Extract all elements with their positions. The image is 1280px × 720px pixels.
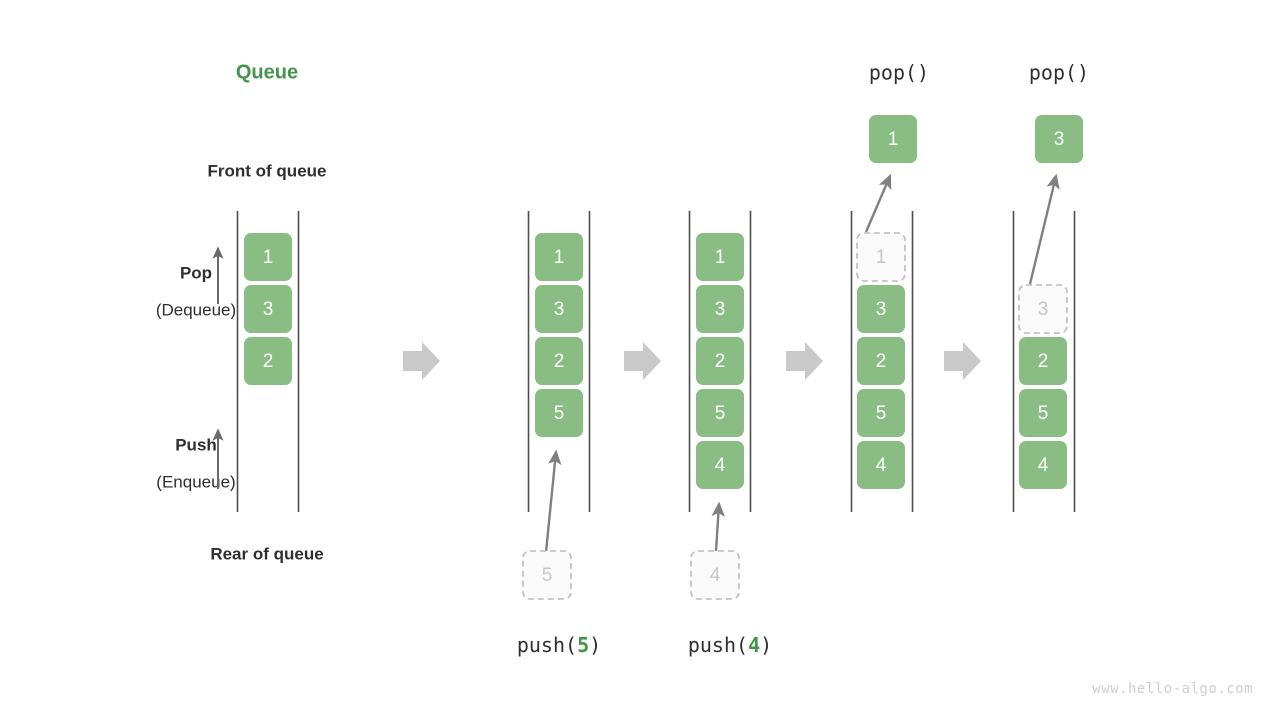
- push-5-prefix: push(: [517, 633, 577, 657]
- push-label: Push: [175, 435, 217, 454]
- queue-box: 4: [857, 441, 905, 489]
- pop-sublabel: (Dequeue): [156, 300, 236, 319]
- queue-box: 5: [857, 389, 905, 437]
- rear-of-queue-label: Rear of queue: [210, 544, 323, 563]
- flow-arrow-icon-4: [944, 342, 981, 380]
- pending-push-value: 4: [710, 565, 721, 586]
- stage-after-push-4: 1 3 2 5 4 4 pu: [688, 211, 772, 657]
- queue-box-value: 5: [876, 403, 887, 424]
- push-5-suffix: ): [589, 633, 601, 657]
- page-title: Queue: [236, 61, 298, 83]
- queue-box-value: 2: [1038, 351, 1049, 372]
- popped-element-value: 1: [888, 129, 899, 150]
- pop-motion-arrow-icon: [864, 173, 892, 233]
- pop-caption-1: pop(): [869, 61, 929, 85]
- queue-box-value: 1: [263, 247, 274, 268]
- popped-element: 3: [1035, 115, 1083, 163]
- pending-push-element: 5: [522, 550, 572, 600]
- watermark: www.hello-algo.com: [1092, 681, 1253, 697]
- stage-after-push-5: 1 3 2 5 5 push(5): [517, 211, 601, 657]
- queue-box: 2: [244, 337, 292, 385]
- queue-box-value: 3: [715, 299, 726, 320]
- queue-box-value: 1: [876, 247, 887, 268]
- push-4-suffix: ): [760, 633, 772, 657]
- flow-arrow-icon-1: [403, 342, 440, 380]
- push-sublabel: (Enqueue): [156, 472, 235, 491]
- queue-box-value: 4: [715, 455, 726, 476]
- queue-box-value: 1: [554, 247, 565, 268]
- pop-label: Pop: [180, 263, 212, 282]
- queue-box: 1: [244, 233, 292, 281]
- push-4-prefix: push(: [688, 633, 748, 657]
- queue-box: 3: [535, 285, 583, 333]
- pending-push-element: 4: [690, 550, 740, 600]
- queue-box: 3: [857, 285, 905, 333]
- queue-box-removed: 3: [1018, 284, 1068, 334]
- queue-box-value: 5: [715, 403, 726, 424]
- queue-box-value: 5: [1038, 403, 1049, 424]
- queue-box-value: 2: [876, 351, 887, 372]
- queue-box-value: 2: [715, 351, 726, 372]
- queue-box-value: 3: [263, 299, 274, 320]
- queue-box: 3: [696, 285, 744, 333]
- push-5-caption: push(5): [517, 633, 601, 657]
- queue-box-value: 2: [554, 351, 565, 372]
- queue-box: 2: [696, 337, 744, 385]
- push-4-arg: 4: [748, 633, 760, 657]
- stage-after-pop-3: pop() 3 3 2 5 4: [1012, 61, 1089, 512]
- pop-motion-arrow-icon: [1028, 173, 1060, 285]
- stage-initial-queue: 1 3 2: [236, 211, 300, 512]
- popped-element-value: 3: [1054, 129, 1065, 150]
- queue-box-value: 3: [554, 299, 565, 320]
- pending-push-value: 5: [542, 565, 553, 586]
- flow-arrow-icon-2: [624, 342, 661, 380]
- push-motion-arrow-icon: [711, 501, 725, 552]
- queue-box-value: 1: [715, 247, 726, 268]
- queue-box: 5: [696, 389, 744, 437]
- front-of-queue-label: Front of queue: [208, 161, 327, 180]
- queue-box-value: 4: [1038, 455, 1049, 476]
- queue-box: 2: [857, 337, 905, 385]
- push-motion-arrow-icon: [544, 449, 562, 553]
- pop-caption-2: pop(): [1029, 61, 1089, 85]
- queue-box: 4: [1019, 441, 1067, 489]
- queue-box: 2: [1019, 337, 1067, 385]
- stage-after-pop-1: pop() 1 1 3 2 5: [850, 61, 929, 512]
- queue-box-new: 4: [696, 441, 744, 489]
- push-4-caption: push(4): [688, 633, 772, 657]
- queue-box-value: 4: [876, 455, 887, 476]
- queue-box-value: 3: [1038, 299, 1049, 320]
- queue-box: 2: [535, 337, 583, 385]
- queue-box: 1: [696, 233, 744, 281]
- queue-box: 5: [1019, 389, 1067, 437]
- queue-box: 1: [535, 233, 583, 281]
- queue-box-value: 5: [554, 403, 565, 424]
- popped-element: 1: [869, 115, 917, 163]
- queue-box-value: 2: [263, 351, 274, 372]
- flow-arrow-icon-3: [786, 342, 823, 380]
- queue-box: 3: [244, 285, 292, 333]
- queue-box-value: 3: [876, 299, 887, 320]
- queue-box-new: 5: [535, 389, 583, 437]
- queue-box-removed: 1: [856, 232, 906, 282]
- push-5-arg: 5: [577, 633, 589, 657]
